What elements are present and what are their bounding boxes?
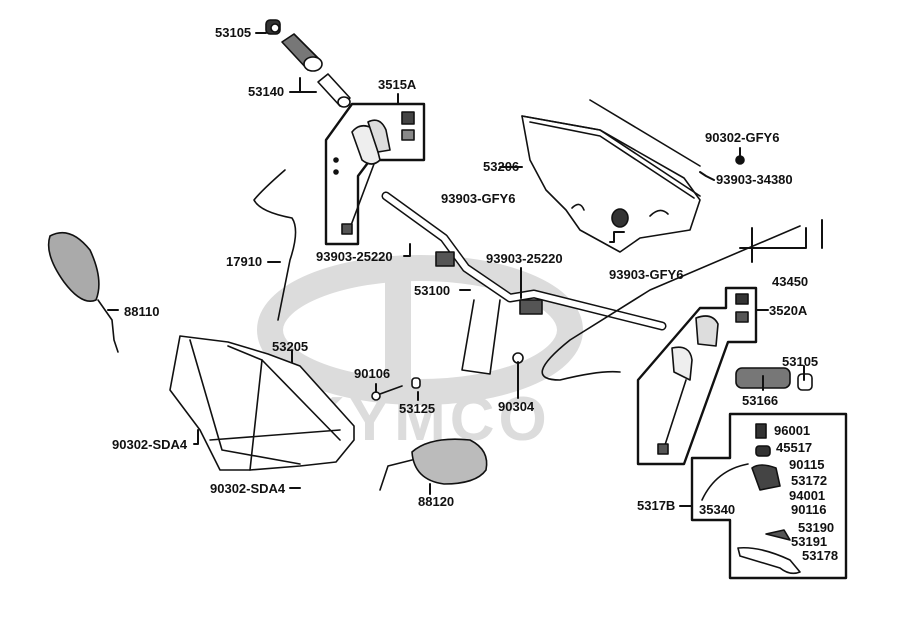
part-label[interactable]: 53178 (802, 548, 839, 563)
part-label[interactable]: 88120 (418, 494, 455, 509)
master-cylinder-frame (690, 412, 848, 580)
handlebar-pipe (381, 191, 667, 375)
part-label[interactable]: 3520A (769, 303, 808, 318)
throttle-cable (253, 169, 297, 321)
part-label[interactable]: 90304 (498, 399, 535, 414)
part-label[interactable]: 53206 (483, 159, 520, 174)
throttle-grip (281, 33, 351, 108)
part-label[interactable]: 90116 (791, 502, 827, 517)
part-label[interactable]: 96001 (774, 423, 811, 438)
part-label[interactable]: 90302-GFY6 (705, 130, 780, 145)
part-label[interactable]: 94001 (789, 488, 826, 503)
part-label[interactable]: 53191 (791, 534, 828, 549)
switch-assembly-left-frame (324, 102, 426, 246)
part-label[interactable]: 93903-GFY6 (609, 267, 684, 282)
part-label[interactable]: 90106 (354, 366, 391, 381)
part-label[interactable]: 90302-SDA4 (112, 437, 188, 452)
switch-housing-right (657, 293, 749, 455)
bar-end-weight-left (265, 19, 281, 35)
part-label[interactable]: 3515A (378, 77, 417, 92)
part-label[interactable]: 90115 (789, 457, 825, 472)
part-label[interactable]: 90302-SDA4 (210, 481, 286, 496)
part-label[interactable]: 53140 (248, 84, 285, 99)
part-label[interactable]: 53166 (742, 393, 779, 408)
part-label[interactable]: 17910 (226, 254, 263, 269)
part-label[interactable]: 45517 (776, 440, 813, 455)
watermark-logo-ring (257, 255, 583, 405)
mirror-right (379, 438, 488, 491)
part-label[interactable]: 53205 (272, 339, 309, 354)
switch-assembly-right-frame (636, 286, 758, 466)
master-cylinder-parts (701, 423, 801, 575)
part-label[interactable]: 93903-34380 (716, 172, 793, 187)
part-label[interactable]: 43450 (772, 274, 809, 289)
part-label[interactable]: 53190 (798, 520, 835, 535)
leader-lines (107, 32, 823, 507)
part-label[interactable]: 5317B (637, 498, 676, 513)
part-label[interactable]: 93903-25220 (316, 249, 393, 264)
cover-strip (589, 99, 701, 167)
part-label[interactable]: 53105 (215, 25, 252, 40)
part-label[interactable]: 53105 (782, 354, 819, 369)
part-label[interactable]: 53100 (414, 283, 451, 298)
part-label[interactable]: 93903-25220 (486, 251, 563, 266)
part-label[interactable]: 53172 (791, 473, 828, 488)
grip-right (735, 367, 813, 391)
part-label[interactable]: 93903-GFY6 (441, 191, 516, 206)
switch-housing-left (333, 111, 415, 235)
bolt-90106 (371, 377, 421, 401)
handle-front-cover (169, 335, 355, 471)
handle-rear-cover (521, 115, 701, 253)
part-label[interactable]: 53125 (399, 401, 436, 416)
brake-cable (541, 225, 801, 381)
part-label[interactable]: 88110 (124, 304, 160, 319)
mirror-left (47, 231, 119, 353)
watermark-logo-bar (385, 262, 411, 392)
part-label[interactable]: 35340 (699, 502, 736, 517)
